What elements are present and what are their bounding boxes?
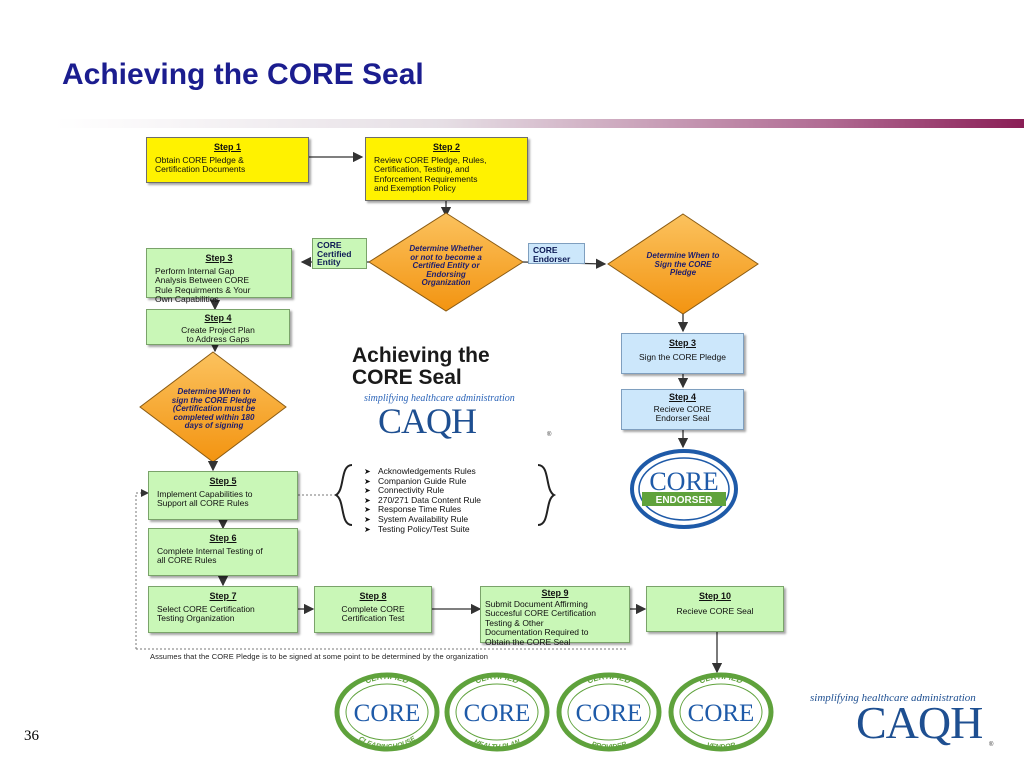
step9-label: Step 9: [541, 588, 569, 598]
dotted-pledge-loop: [135, 489, 149, 649]
step1-label: Step 1: [213, 142, 241, 152]
tag-core-endorser: CORE Endorser: [528, 243, 585, 264]
rule-item: ➤ Connectivity Rule: [364, 485, 481, 496]
rules-items: ➤ Acknowledgements Rules ➤ Companion Guide …: [364, 466, 482, 535]
step2-label: Step 2: [432, 142, 460, 152]
rule-text: Companion Guide Rule: [378, 475, 467, 486]
seal-top-text: CERTIFIED: [364, 672, 410, 686]
step1-text: Obtain CORE Pledge & Certification Docum…: [155, 154, 246, 174]
step7-box: Step 7 Select CORE Certification Testing…: [148, 586, 298, 633]
rule-item: ➤ 270/271 Data Content Rule: [364, 494, 482, 506]
step4-left-box: Step 4 Create Project Plan to Address Ga…: [146, 309, 290, 345]
step3-right-text: Sign the CORE Pledge: [639, 351, 726, 362]
seal-top-text: CERTIFIED: [474, 672, 520, 686]
decision-certified-text: Determine When to sign the CORE Pledge (…: [171, 387, 257, 431]
step4-right-box: Step 4 Recieve CORE Endorser Seal: [621, 389, 744, 430]
step3-left-text: Perform Internal Gap Analysis Between CO…: [155, 265, 251, 304]
decision-entity-text: Determine Whether or not to become a Cer…: [409, 244, 483, 288]
center-logo-title: Achieving the CORE Seal: [352, 344, 490, 389]
step7-label: Step 7: [209, 591, 237, 601]
arrow-bullet-icon: ➤: [364, 524, 371, 534]
step8-label: Step 8: [359, 591, 387, 601]
certified-seal: CERTIFIED CORE PROVIDER: [556, 672, 662, 752]
center-logo-brand: CAQH: [378, 401, 477, 441]
footer-brand-tagline: simplifying healthcare administration: [810, 692, 976, 704]
seal-core-text: CORE: [354, 700, 421, 727]
rule-text: Connectivity Rule: [378, 485, 445, 496]
seal-core-text: CORE: [464, 700, 531, 727]
step2-box: Step 2 Review CORE Pledge, Rules, Certif…: [365, 137, 528, 201]
step3-right-box: Step 3 Sign the CORE Pledge: [621, 333, 744, 374]
seal-bottom-text: PROVIDER: [590, 741, 627, 751]
title-rule: [55, 119, 1024, 128]
rule-text: System Availability Rule: [378, 513, 469, 524]
seal-core-text: CORE: [688, 700, 755, 727]
step8-box: Step 8 Complete CORE Certification Test: [314, 586, 432, 633]
seal-top-text: CERTIFIED: [698, 672, 744, 686]
step10-box: Step 10 Recieve CORE Seal: [646, 586, 784, 632]
rule-item: ➤ Acknowledgements Rules: [364, 466, 481, 477]
certified-seal: CERTIFIED CORE VENDOR: [668, 672, 774, 752]
decision-diamond-entity: [368, 212, 524, 312]
step1-box: Step 1 Obtain CORE Pledge & Certificatio…: [146, 137, 309, 183]
step5-text: Implement Capabilities to Support all CO…: [157, 488, 253, 508]
step3-right-label: Step 3: [668, 338, 696, 348]
rule-item: ➤ System Availability Rule: [364, 513, 481, 525]
step8-text: Complete CORE Certification Test: [341, 603, 405, 623]
core-endorser-seal: CORE ENDORSER: [630, 449, 738, 529]
page-number: 36: [24, 728, 39, 744]
step5-box: Step 5 Implement Capabilities to Support…: [148, 471, 298, 520]
step4-right-label: Step 4: [668, 392, 696, 402]
arrow-bullet-icon: ➤: [364, 486, 371, 496]
rules-left-brace: [333, 464, 353, 526]
rules-right-brace: [537, 464, 557, 526]
rule-item: ➤ Response Time Rules: [364, 505, 481, 515]
rule-text: 270/271 Data Content Rule: [378, 494, 482, 505]
seal-bottom-text: VENDOR: [706, 742, 737, 751]
endorser-seal-core: CORE: [649, 467, 718, 496]
step3-left-label: Step 3: [205, 253, 233, 263]
decision-endorser-text: Determine When to Sign the CORE Pledge: [646, 251, 720, 278]
rule-text: Testing Policy/Test Suite: [378, 523, 470, 534]
center-logo-reg: ®: [547, 432, 552, 438]
footer-brand-reg: ®: [989, 742, 994, 748]
step6-label: Step 6: [209, 533, 237, 543]
arrow-bullet-icon: ➤: [364, 467, 371, 476]
slide-title: Achieving the CORE Seal: [62, 58, 424, 91]
tag-core-certified-entity: CORE Certified Entity: [312, 238, 367, 269]
step5-label: Step 5: [209, 476, 237, 486]
step10-text: Recieve CORE Seal: [676, 605, 754, 616]
seal-top-text: CERTIFIED: [586, 672, 632, 686]
arrow-bullet-icon: ➤: [364, 505, 371, 515]
step7-text: Select CORE Certification Testing Organi…: [157, 603, 255, 623]
endorser-seal-label: ENDORSER: [656, 495, 713, 506]
step6-box: Step 6 Complete Internal Testing of all …: [148, 528, 298, 576]
rules-list: ➤ Acknowledgements Rules ➤ Companion Guide …: [364, 466, 482, 535]
step10-label: Step 10: [698, 591, 731, 601]
step2-text: Review CORE Pledge, Rules, Certification…: [374, 154, 487, 193]
step9-box: Step 9 Submit Document Affirming Succesf…: [480, 586, 630, 646]
step9-text: Submit Document Affirming Succesful CORE…: [485, 598, 597, 647]
rule-item: ➤ Companion Guide Rule: [364, 475, 481, 487]
seal-core-text: CORE: [576, 700, 643, 727]
step4-right-text: Recieve CORE Endorser Seal: [653, 403, 712, 423]
step3-left-box: Step 3 Perform Internal Gap Analysis Bet…: [146, 248, 292, 304]
center-logo-tagline: simplifying healthcare administration: [364, 393, 515, 404]
rule-text: Response Time Rules: [378, 504, 462, 515]
arrow-bullet-icon: ➤: [364, 476, 371, 486]
step4-left-text: Create Project Plan to Address Gaps: [181, 324, 255, 344]
step4-left-label: Step 4: [204, 313, 232, 323]
footer-brand-logo: CAQH: [856, 697, 983, 748]
arrow-bullet-icon: ➤: [364, 514, 371, 524]
pledge-footnote: Assumes that the CORE Pledge is to be si…: [150, 652, 489, 661]
arrow-bullet-icon: ➤: [364, 495, 371, 505]
rule-text: Acknowledgements Rules: [378, 466, 476, 476]
step6-text: Complete Internal Testing of all CORE Ru…: [157, 545, 263, 565]
rule-item: ➤ Testing Policy/Test Suite: [364, 523, 481, 535]
